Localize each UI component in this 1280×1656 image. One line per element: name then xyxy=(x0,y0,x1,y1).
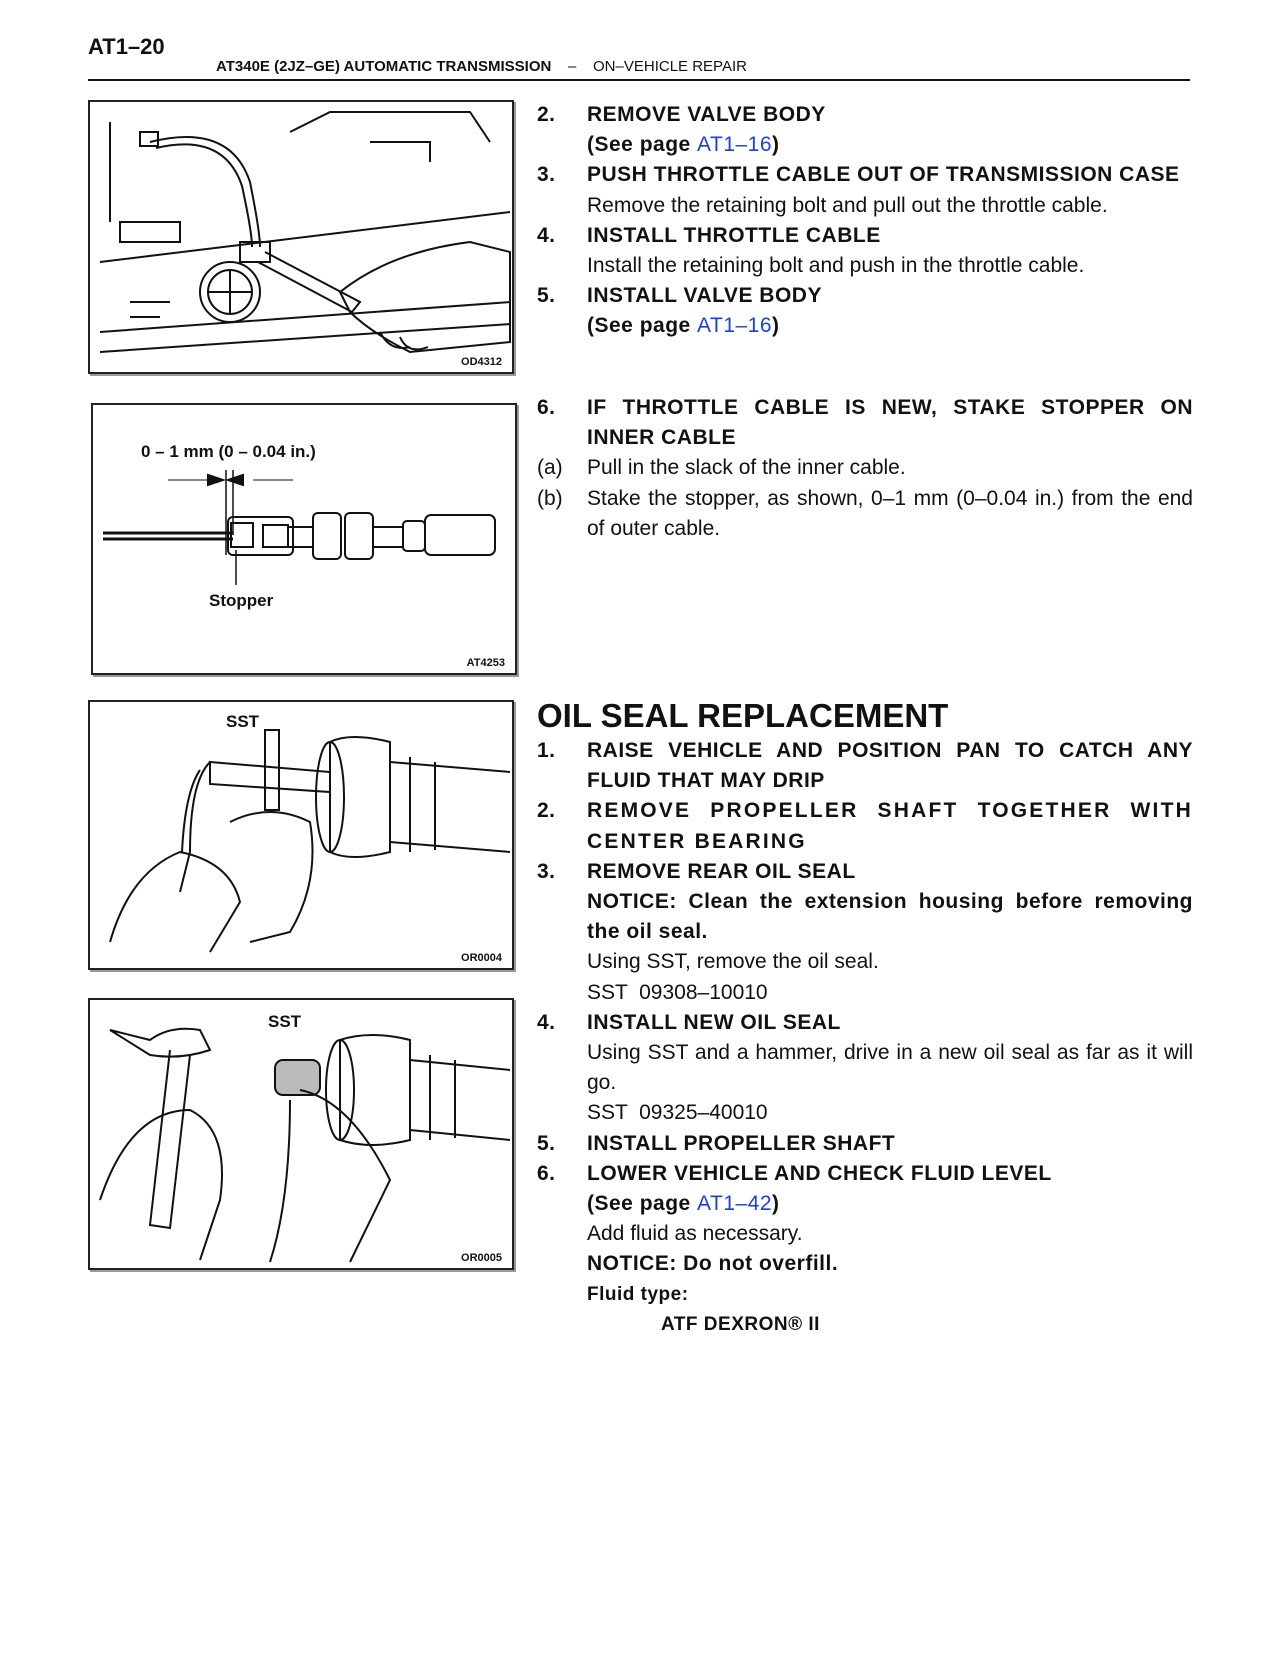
dimension-label: 0 – 1 mm (0 – 0.04 in.) xyxy=(141,442,316,461)
step-5: 5. INSTALL VALVE BODY (See page AT1–16) xyxy=(537,281,1193,341)
section-title: ON–VEHICLE REPAIR xyxy=(593,58,747,75)
step-text: Using SST, remove the oil seal. xyxy=(587,950,879,974)
step-2: 2. REMOVE VALVE BODY (See page AT1–16) xyxy=(537,100,1193,160)
sst-number: SST 09308–10010 xyxy=(587,980,768,1004)
oil-step-4: 4. INSTALL NEW OIL SEAL Using SST and a … xyxy=(537,1008,1193,1129)
model-title: AT340E (2JZ–GE) AUTOMATIC TRANSMISSION xyxy=(216,58,552,75)
step-title: REMOVE VALVE BODY xyxy=(587,103,826,126)
running-header: AT340E (2JZ–GE) AUTOMATIC TRANSMISSION –… xyxy=(216,58,747,75)
oil-step-5: 5. INSTALL PROPELLER SHAFT xyxy=(537,1129,1193,1159)
step-title: REMOVE REAR OIL SEAL xyxy=(587,859,856,883)
notice-text: NOTICE: Clean the extension housing befo… xyxy=(587,890,1193,944)
step-number: 4. xyxy=(537,1010,556,1034)
fluid-type-label: Fluid type: xyxy=(587,1283,689,1305)
oil-step-3: 3. REMOVE REAR OIL SEAL NOTICE: Clean th… xyxy=(537,857,1193,1008)
step-text: Install the retaining bolt and push in t… xyxy=(587,254,1085,278)
sst-number: SST 09325–40010 xyxy=(587,1101,768,1125)
step-number: 2. xyxy=(537,103,556,126)
sst-callout: SST xyxy=(226,712,260,731)
oil-seal-section: OIL SEAL REPLACEMENT 1. RAISE VEHICLE AN… xyxy=(537,696,1193,1340)
section-heading: OIL SEAL REPLACEMENT xyxy=(537,697,949,734)
see-suffix: ) xyxy=(772,1192,780,1216)
step-number: 5. xyxy=(537,1131,556,1155)
sst-puller-illustration xyxy=(109,729,511,953)
see-prefix: (See page xyxy=(587,1192,698,1216)
substep-text: Pull in the slack of the inner cable. xyxy=(587,456,906,480)
oil-step-6: 6. LOWER VEHICLE AND CHECK FLUID LEVEL (… xyxy=(537,1159,1193,1340)
figure-code: AT4253 xyxy=(466,657,505,669)
step-title: INSTALL THROTTLE CABLE xyxy=(587,223,881,247)
transmission-illustration xyxy=(99,111,511,354)
step-title: REMOVE PROPELLER SHAFT TOGETHER WITH CEN… xyxy=(587,799,1193,853)
see-prefix: (See page xyxy=(587,133,698,157)
step-number: 6. xyxy=(537,1161,556,1185)
substep-a: (a) Pull in the slack of the inner cable… xyxy=(537,453,1193,483)
substep-b: (b) Stake the stopper, as shown, 0–1 mm … xyxy=(537,484,1193,544)
figure-stopper-staking: 0 – 1 mm (0 – 0.04 in.) Stopper AT4253 xyxy=(91,403,517,675)
page-link[interactable]: AT1–16 xyxy=(697,314,773,338)
figure-code: OR0004 xyxy=(461,952,502,964)
step-6: 6. IF THROTTLE CABLE IS NEW, STAKE STOPP… xyxy=(537,393,1193,453)
step-number: 3. xyxy=(537,163,556,187)
see-suffix: ) xyxy=(772,133,780,157)
figure-code: OD4312 xyxy=(461,356,502,368)
step-title: RAISE VEHICLE AND POSITION PAN TO CATCH … xyxy=(587,739,1193,793)
step-number: 3. xyxy=(537,859,556,883)
step-number: 6. xyxy=(537,396,556,419)
stopper-callout: Stopper xyxy=(209,591,274,610)
figure-oil-seal-install: SST OR0005 xyxy=(88,998,514,1270)
step-4: 4. INSTALL THROTTLE CABLE Install the re… xyxy=(537,221,1193,281)
step-number: 5. xyxy=(537,284,556,308)
step-number: 4. xyxy=(537,223,556,247)
cable-stopper-diagram xyxy=(103,470,496,585)
notice-text: NOTICE: Do not overfill. xyxy=(587,1252,839,1276)
fluid-type-value: ATF DEXRON® II xyxy=(661,1313,820,1335)
substep-label: (b) xyxy=(537,486,563,510)
see-page: (See page AT1–42) xyxy=(587,1189,1193,1219)
step-title: INSTALL VALVE BODY xyxy=(587,284,822,308)
stake-stopper-step: 6. IF THROTTLE CABLE IS NEW, STAKE STOPP… xyxy=(537,393,1193,544)
figure-code: OR0005 xyxy=(461,1252,502,1264)
header-rule xyxy=(88,79,1190,81)
see-prefix: (See page xyxy=(587,314,698,338)
oil-step-1: 1. RAISE VEHICLE AND POSITION PAN TO CAT… xyxy=(537,736,1193,796)
step-3: 3. PUSH THROTTLE CABLE OUT OF TRANSMISSI… xyxy=(537,160,1193,220)
step-text: Add fluid as necessary. xyxy=(587,1222,803,1246)
substep-text: Stake the stopper, as shown, 0–1 mm (0–0… xyxy=(587,486,1193,540)
step-title: PUSH THROTTLE CABLE OUT OF TRANSMISSION … xyxy=(587,163,1180,187)
page-number: AT1–20 xyxy=(88,34,165,59)
header-separator: – xyxy=(568,58,577,75)
step-text: Remove the retaining bolt and pull out t… xyxy=(587,193,1108,217)
hammer-sst-illustration xyxy=(99,1027,511,1263)
step-text: Using SST and a hammer, drive in a new o… xyxy=(587,1041,1193,1095)
step-title: INSTALL NEW OIL SEAL xyxy=(587,1010,841,1034)
substep-label: (a) xyxy=(537,456,563,480)
see-page: (See page AT1–16) xyxy=(587,311,1193,341)
figure-throttle-cable-removal: OD4312 xyxy=(88,100,514,374)
page-link[interactable]: AT1–16 xyxy=(697,133,773,157)
step-title: IF THROTTLE CABLE IS NEW, STAKE STOPPER … xyxy=(587,396,1193,450)
sst-callout: SST xyxy=(268,1012,302,1031)
see-suffix: ) xyxy=(772,314,780,338)
step-title: LOWER VEHICLE AND CHECK FLUID LEVEL xyxy=(587,1161,1052,1185)
step-number: 2. xyxy=(537,799,556,823)
page-link[interactable]: AT1–42 xyxy=(697,1192,773,1216)
throttle-cable-steps: 2. REMOVE VALVE BODY (See page AT1–16) 3… xyxy=(537,100,1193,342)
see-page: (See page AT1–16) xyxy=(587,130,1193,160)
oil-step-2: 2. REMOVE PROPELLER SHAFT TOGETHER WITH … xyxy=(537,796,1193,856)
figure-oil-seal-removal: SST OR0004 xyxy=(88,700,514,970)
step-number: 1. xyxy=(537,739,556,762)
step-title: INSTALL PROPELLER SHAFT xyxy=(587,1131,896,1155)
